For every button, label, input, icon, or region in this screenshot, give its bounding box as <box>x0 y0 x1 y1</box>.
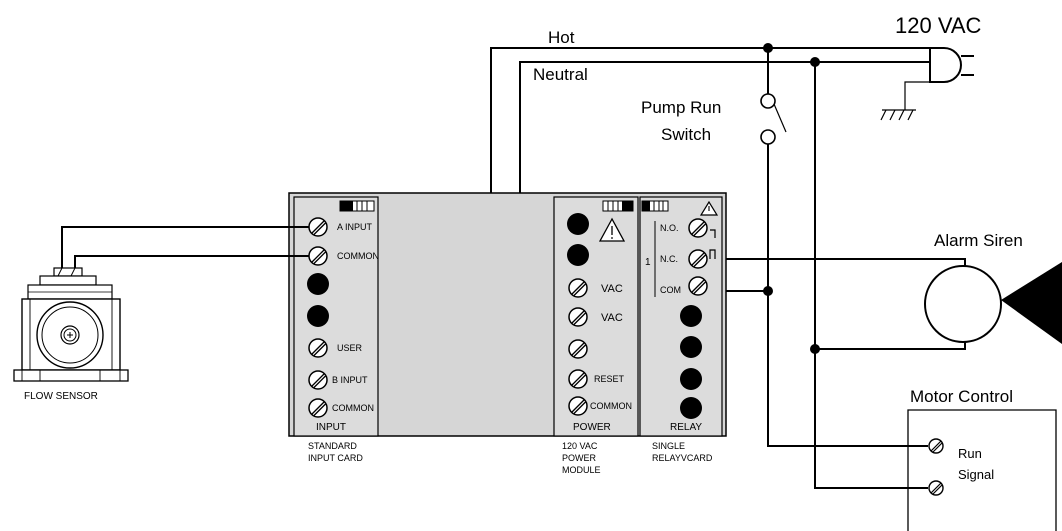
motor-neutral-terminal <box>928 480 944 496</box>
siren-return-wire <box>815 340 966 350</box>
warning-triangle-icon <box>598 217 626 242</box>
input-terminal-label: A INPUT <box>337 222 373 232</box>
power-vac-terminal <box>568 307 588 327</box>
power-caption-2: POWER <box>562 453 597 463</box>
sensor-signal-wire <box>61 226 309 270</box>
power-module-title: POWER <box>573 422 611 433</box>
relay-card-title: RELAY <box>670 422 702 433</box>
ground-icon <box>880 81 930 121</box>
power-vac-terminal <box>568 278 588 298</box>
neutral-label: Neutral <box>533 65 588 84</box>
neutral-drop-wire <box>814 62 928 489</box>
input-terminal-label: COMMON <box>332 403 374 413</box>
input-card-caption-1: STANDARD <box>308 441 357 451</box>
signal-label: Signal <box>958 467 994 482</box>
alarm-siren-label: Alarm Siren <box>934 231 1023 250</box>
relay-no-terminal <box>688 218 708 238</box>
relay-terminal-label: N.O. <box>660 223 679 233</box>
sensor-common-wire <box>74 255 309 270</box>
hot-label: Hot <box>548 28 575 47</box>
input-terminal-label: B INPUT <box>332 375 368 385</box>
power-terminal-label: VAC <box>601 283 623 295</box>
power-terminal-label: VAC <box>601 312 623 324</box>
input-b-terminal <box>308 370 328 390</box>
relay-terminal-label: N.C. <box>660 254 678 264</box>
power-plug-icon <box>929 47 974 83</box>
vac-source-label: 120 VAC <box>895 13 982 38</box>
input-common-terminal <box>308 246 328 266</box>
relay-caption-2: RELAYVCARD <box>652 453 713 463</box>
power-caption-3: MODULE <box>562 465 601 475</box>
alarm-siren-icon <box>924 262 1062 344</box>
pump-run-label-1: Pump Run <box>641 98 721 117</box>
pump-run-label-2: Switch <box>661 125 711 144</box>
relay-number: 1 <box>645 257 651 268</box>
relay-card: N.O. N.C. COM 1 RELAY <box>639 196 723 437</box>
input-card-caption-2: INPUT CARD <box>308 453 363 463</box>
power-reset-terminal <box>568 369 588 389</box>
motor-control-label: Motor Control <box>910 387 1013 406</box>
input-card-title: INPUT <box>316 422 346 433</box>
power-module: VAC VAC RESET COMMON POWER <box>553 196 639 437</box>
run-label: Run <box>958 446 982 461</box>
input-terminal-label: USER <box>337 343 363 353</box>
warning-triangle-icon <box>699 200 719 216</box>
relay-caption-1: SINGLE <box>652 441 685 451</box>
power-terminal-label: RESET <box>594 374 625 384</box>
input-user-terminal <box>308 338 328 358</box>
input-a-terminal <box>308 217 328 237</box>
input-terminal-label: COMMON <box>337 251 379 261</box>
input-card: A INPUT COMMON USER B INPUT COMMON INPUT <box>293 196 379 437</box>
input-common2-terminal <box>308 398 328 418</box>
nc-wire <box>706 258 966 268</box>
power-common-terminal <box>568 396 588 416</box>
relay-nc-terminal <box>688 249 708 269</box>
pump-run-switch-icon <box>760 48 928 447</box>
relay-com-terminal <box>688 276 708 296</box>
flow-sensor-icon <box>13 267 129 382</box>
run-signal-terminal <box>928 438 944 454</box>
power-caption-1: 120 VAC <box>562 441 598 451</box>
power-unused-terminal <box>568 339 588 359</box>
flow-sensor-label: FLOW SENSOR <box>24 391 98 402</box>
power-terminal-label: COMMON <box>590 401 632 411</box>
relay-terminal-label: COM <box>660 285 681 295</box>
motor-control-box <box>907 409 1057 531</box>
